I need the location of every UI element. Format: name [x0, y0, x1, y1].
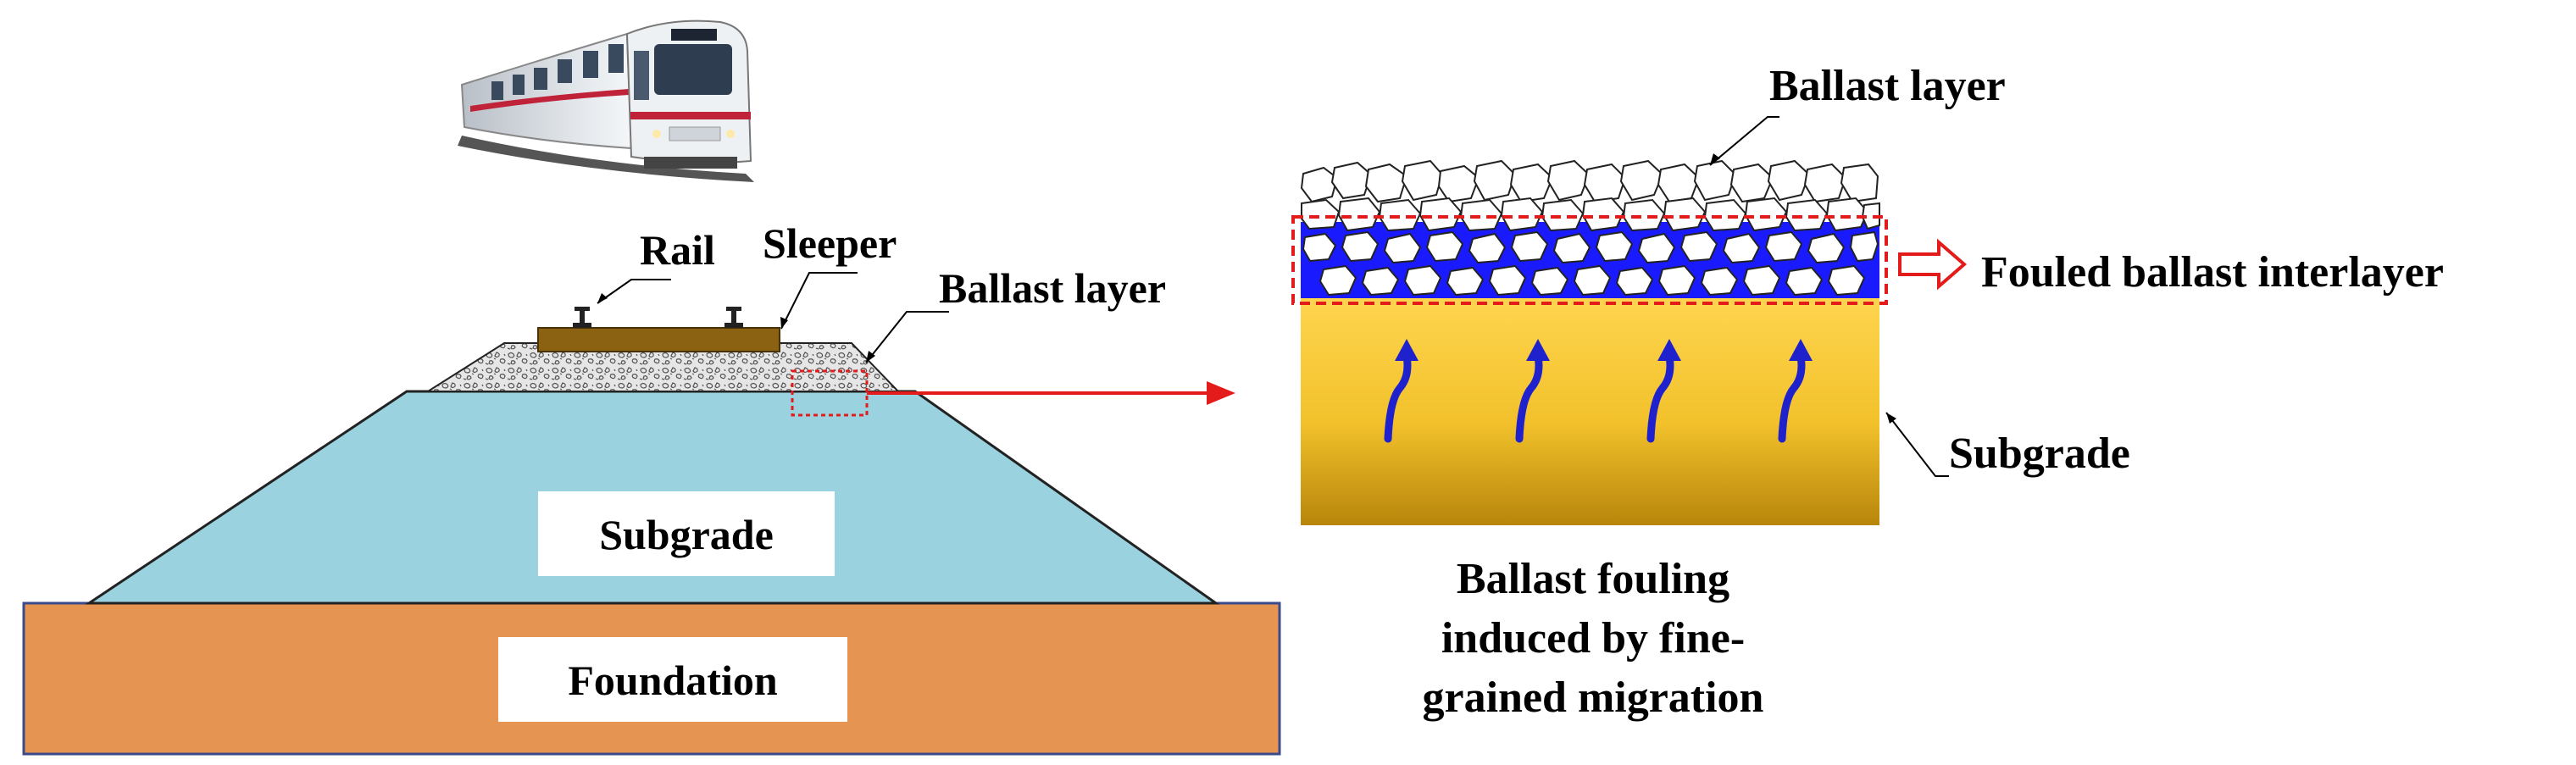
sleeper [537, 327, 780, 352]
zoom-arrow-head [1207, 381, 1235, 405]
fouled-label: Fouled ballast interlayer [1981, 248, 2444, 297]
subgrade-label-box [538, 491, 835, 576]
migration-arrow-4 [1778, 352, 1806, 443]
caption-line-3: grained migration [1423, 674, 1764, 722]
ballast-label-right: Ballast layer [1769, 62, 2006, 110]
ballast-callout [865, 311, 949, 363]
right-zoom-section: Fouled ballast interlayer Ballast layer … [1291, 62, 2444, 722]
ballast-stones [1300, 159, 1880, 297]
zoom-region-box [791, 369, 869, 417]
rail-right [724, 307, 743, 328]
migration-arrow-1 [1384, 352, 1412, 443]
rail-left [573, 307, 591, 328]
rail-callout [597, 279, 671, 304]
zoom-subgrade-callout [1885, 412, 1949, 477]
sleeper-label: Sleeper [763, 219, 897, 267]
foundation-label: Foundation [568, 657, 778, 704]
fouled-interlayer-box [1291, 215, 1888, 305]
foundation-label-box [498, 637, 847, 722]
caption-line-1: Ballast fouling [1457, 555, 1729, 603]
ballast-layer [425, 342, 901, 392]
zoom-ballast-callout [1709, 116, 1779, 166]
subgrade-label-right: Subgrade [1949, 430, 2130, 478]
train-illustration [458, 19, 754, 182]
rail-label: Rail [640, 226, 715, 274]
ballast-label-left: Ballast layer [939, 264, 1166, 312]
fines-migration-arrows [1384, 352, 1806, 443]
migration-arrow-2 [1515, 352, 1543, 443]
left-cross-section: Foundation Subgrade Rail Sleeper Ballast… [22, 219, 1281, 756]
sleeper-callout [780, 272, 858, 330]
subgrade-label: Subgrade [599, 511, 774, 558]
migration-arrow-3 [1646, 352, 1674, 443]
fouled-hollow-arrow [1898, 238, 1968, 291]
caption-line-2: induced by fine- [1441, 614, 1745, 662]
